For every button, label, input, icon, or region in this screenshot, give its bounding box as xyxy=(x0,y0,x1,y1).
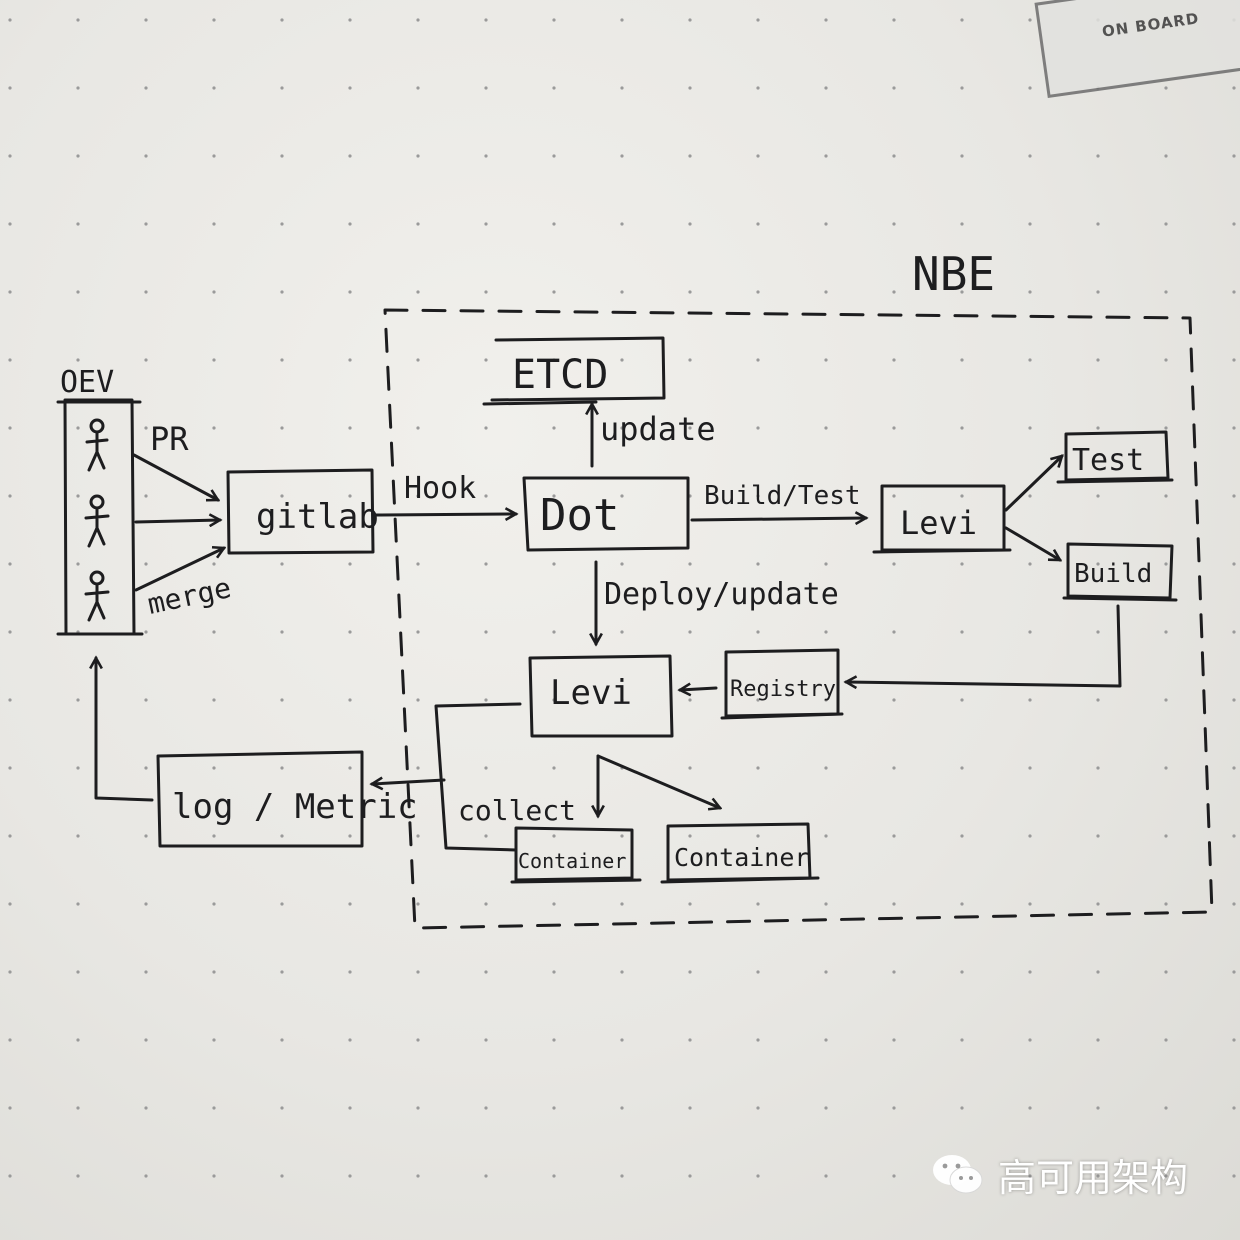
collect-bracket xyxy=(434,702,522,852)
dot-label: Dot xyxy=(540,490,619,541)
container-1-label: Container xyxy=(518,849,626,873)
test-box xyxy=(1064,430,1170,482)
dot-box xyxy=(522,476,690,552)
dev-to-gitlab-arrow xyxy=(134,520,220,522)
collect-label: collect xyxy=(458,794,576,827)
stamp-text: ON BOARD xyxy=(1100,9,1201,41)
levi-deploy-label: Levi xyxy=(550,673,632,713)
build-test-label: Build/Test xyxy=(704,481,861,511)
developer-figure-3 xyxy=(84,570,110,622)
test-label: Test xyxy=(1072,443,1144,478)
registry-label: Registry xyxy=(730,677,836,702)
levi-to-test-arrow xyxy=(1004,456,1062,512)
gitlab-box xyxy=(226,468,375,555)
build-box xyxy=(1066,542,1174,600)
log-metric-label: log / Metric xyxy=(172,787,418,827)
levi-deploy-box xyxy=(528,654,674,738)
levi-build-label: Levi xyxy=(900,504,977,542)
nbe-boundary xyxy=(383,308,1214,930)
pr-label: PR xyxy=(150,420,189,458)
developer-figure-2 xyxy=(84,494,110,548)
hook-arrow xyxy=(372,514,516,515)
etcd-label: ETCD xyxy=(512,352,608,398)
nbe-title: NBE xyxy=(912,247,995,301)
levi-to-container-2-arrow xyxy=(596,754,720,808)
build-to-registry-arrow xyxy=(846,604,1122,686)
deploy-update-label: Deploy/update xyxy=(604,577,839,612)
collect-arrow xyxy=(372,780,446,784)
wechat-icon xyxy=(933,1155,983,1194)
pr-arrow xyxy=(132,453,218,502)
dev-label: OEV xyxy=(60,365,114,400)
container-2-label: Container xyxy=(674,843,809,872)
registry-to-levi-arrow xyxy=(680,688,718,690)
build-label: Build xyxy=(1074,559,1152,589)
hook-label: Hook xyxy=(404,471,476,506)
build-test-arrow xyxy=(690,518,866,520)
watermark: 高可用架构 xyxy=(930,1148,1188,1200)
watermark-text: 高可用架构 xyxy=(998,1155,1189,1200)
update-label: update xyxy=(600,410,716,448)
feedback-arrow xyxy=(96,658,154,802)
merge-arrow xyxy=(134,548,224,592)
developer-figure-1 xyxy=(85,418,109,472)
gitlab-label: gitlab xyxy=(256,497,379,537)
container-1-box xyxy=(514,826,634,882)
levi-to-build-arrow xyxy=(1004,526,1060,562)
etcd-box xyxy=(490,336,666,402)
log-metric-box xyxy=(156,750,364,848)
